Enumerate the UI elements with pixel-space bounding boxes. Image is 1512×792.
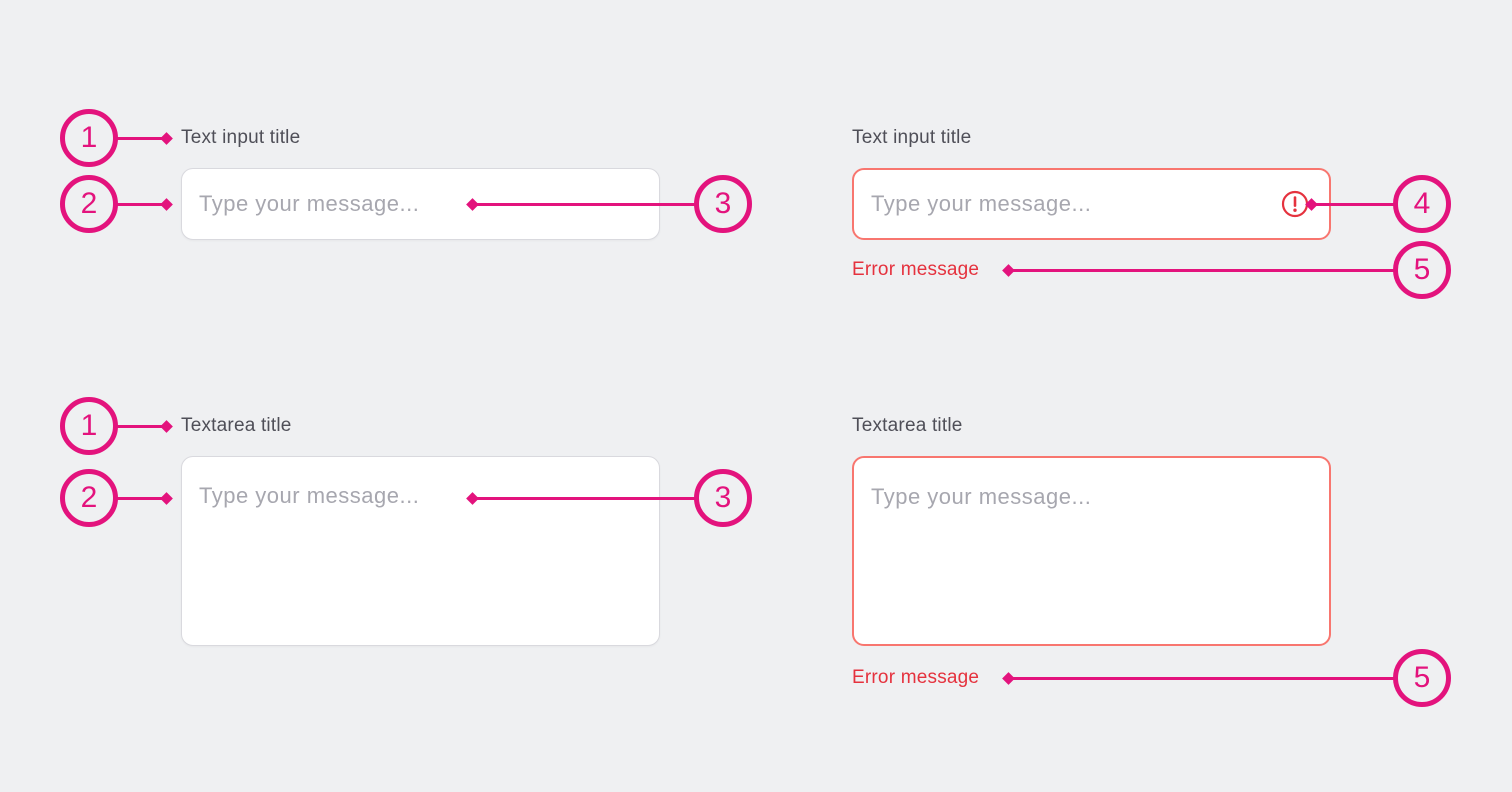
- callout-line: [471, 496, 695, 500]
- message-input-error[interactable]: [852, 168, 1331, 240]
- callout-diamond-marker: [159, 197, 173, 211]
- callout-diamond-marker: [159, 131, 173, 145]
- message-input[interactable]: [181, 168, 660, 240]
- callout-line: [1006, 268, 1394, 272]
- callout-badge-error-message: 5: [1393, 649, 1451, 707]
- callout-badge-error-icon: 4: [1393, 175, 1451, 233]
- message-textarea-error[interactable]: [852, 456, 1331, 646]
- callout-badge-title: 1: [60, 109, 118, 167]
- callout-diamond-marker: [159, 419, 173, 433]
- error-message: Error message: [852, 259, 980, 280]
- field-title: Text input title: [181, 127, 301, 148]
- callout-badge-placeholder: 3: [694, 469, 752, 527]
- callout-badge-error-message: 5: [1393, 241, 1451, 299]
- field-title: Textarea title: [181, 415, 292, 436]
- callout-badge-field: 2: [60, 469, 118, 527]
- field-title: Textarea title: [852, 415, 963, 436]
- callout-line: [117, 136, 162, 140]
- error-message: Error message: [852, 667, 980, 688]
- callout-badge-title: 1: [60, 397, 118, 455]
- callout-line: [1006, 676, 1394, 680]
- callout-diamond-marker: [159, 491, 173, 505]
- message-textarea[interactable]: [181, 456, 660, 646]
- field-title: Text input title: [852, 127, 972, 148]
- callout-badge-placeholder: 3: [694, 175, 752, 233]
- callout-badge-field: 2: [60, 175, 118, 233]
- callout-line: [117, 202, 162, 206]
- callout-line: [471, 202, 695, 206]
- callout-line: [117, 496, 162, 500]
- callout-line: [1308, 202, 1394, 206]
- callout-line: [117, 424, 162, 428]
